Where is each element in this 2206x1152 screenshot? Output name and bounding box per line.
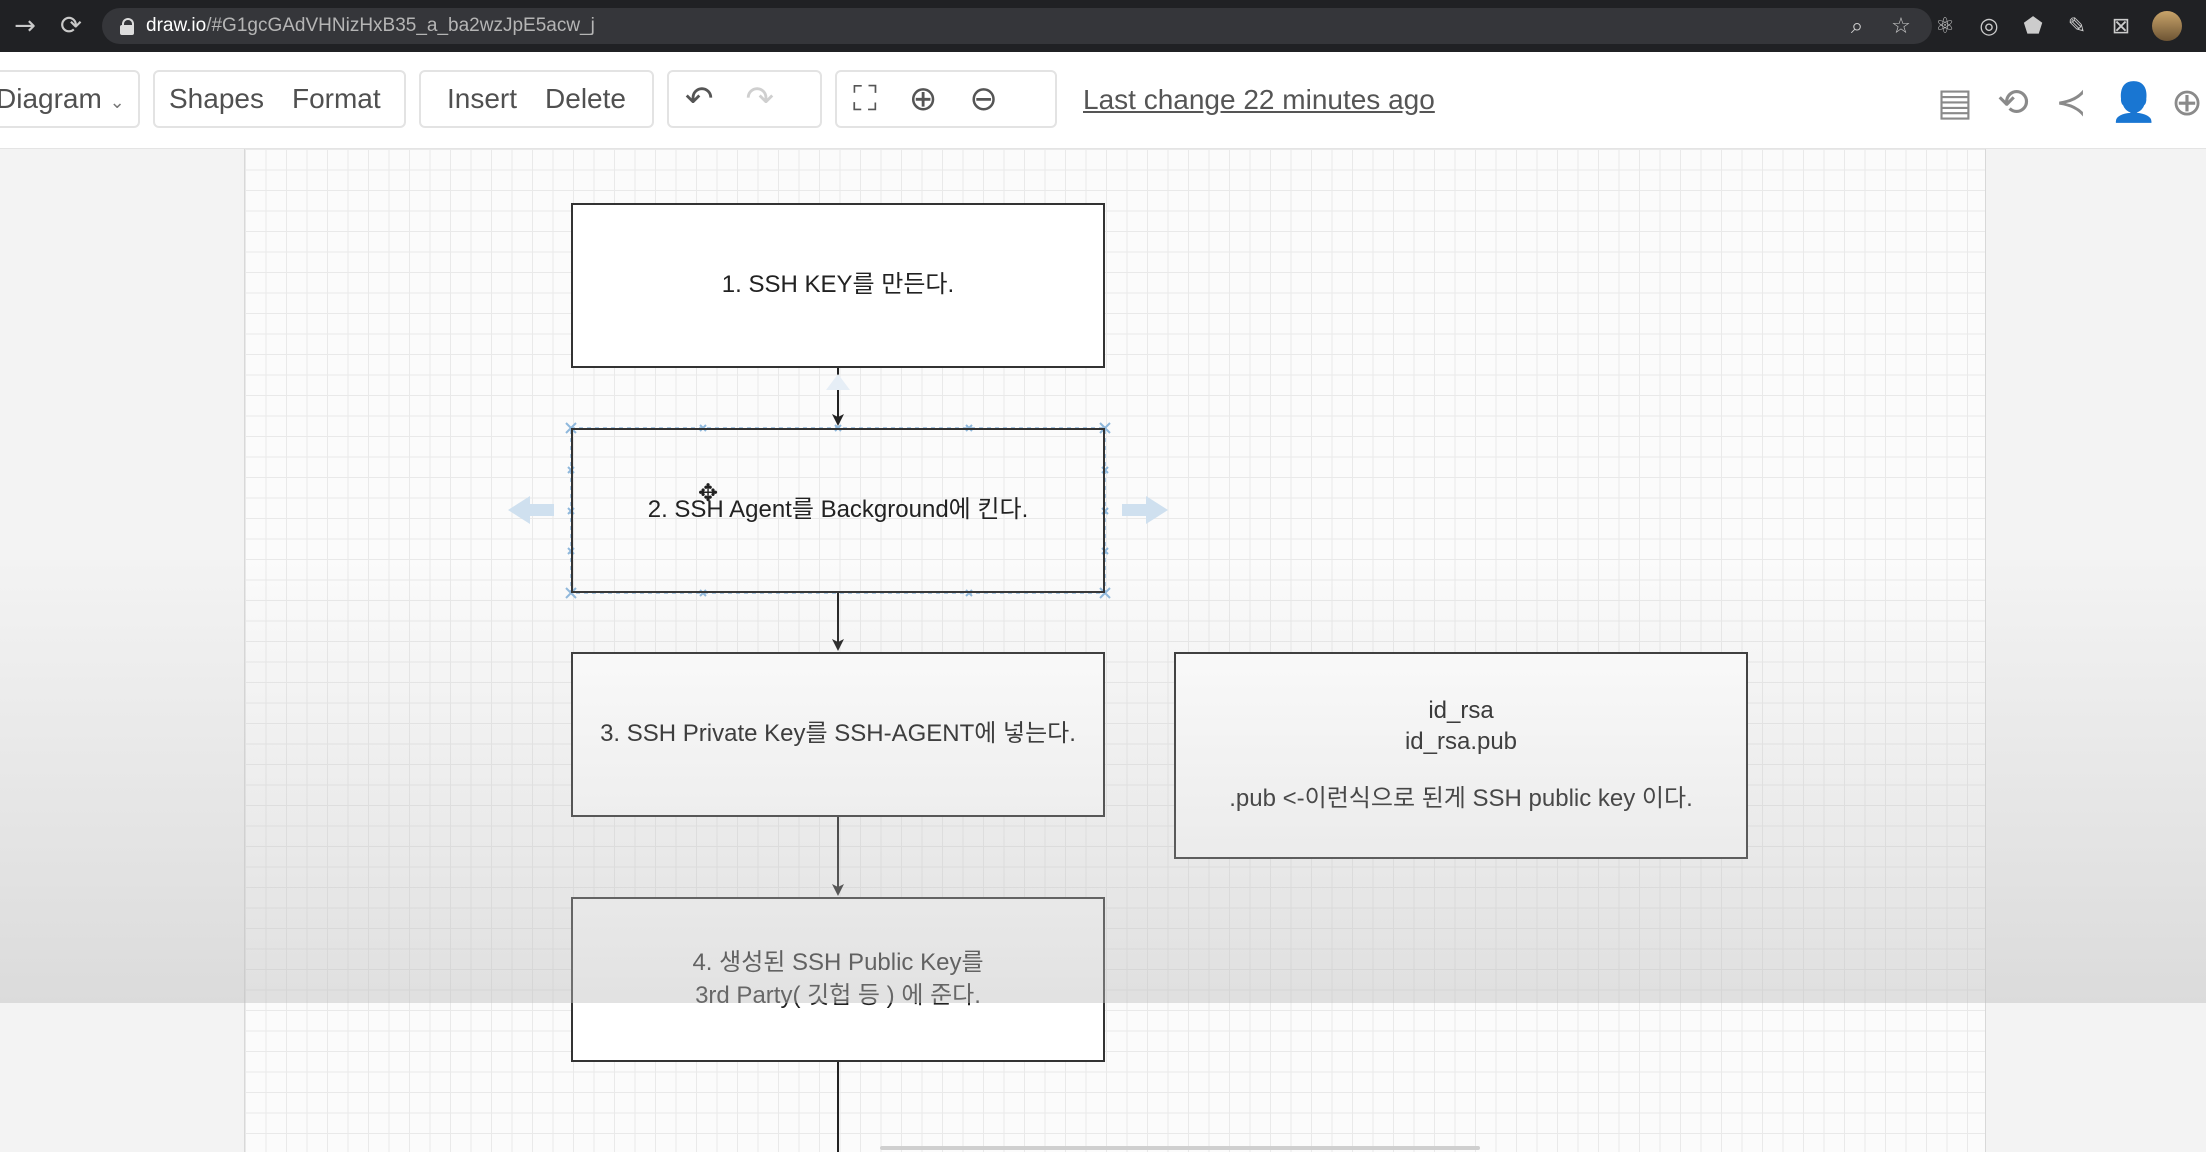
panels-group: Shapes Format <box>153 70 406 128</box>
arrow-forward-icon[interactable]: → <box>14 11 36 41</box>
hover-arrow-right-icon[interactable] <box>1122 496 1168 524</box>
browser-bar: → ⟳ draw.io /#G1gcGAdVHNizHxB35_a_ba2wzJ… <box>0 0 2206 52</box>
flow-box-2-label: 2. SSH Agent를 Background에 킨다. <box>647 496 1029 524</box>
note-line-2: id_rsa.pub <box>1404 728 1518 756</box>
comment-icon[interactable]: ▤ <box>1937 80 1973 124</box>
toolbar-right-icons: ▤ ⟲ ≺ 👤 ⊕ <box>1936 78 2206 126</box>
zoom-in-icon[interactable]: ⊕ <box>908 79 938 119</box>
note-line-3: .pub <-이런식으로 된게 SSH public key 이다. <box>1229 784 1693 812</box>
flow-box-4[interactable]: 4. 생성된 SSH Public Key를 3rd Party( 깃헙 등 )… <box>571 897 1105 1062</box>
url-path: /#G1gcGAdVHNizHxB35_a_ba2wzJpE5acw_j <box>206 15 595 36</box>
diagram-menu-button[interactable]: Diagram ⌄ <box>0 83 139 115</box>
sync-icon[interactable]: ⟲ <box>1997 80 2029 124</box>
horizontal-scrollbar[interactable] <box>880 1146 1480 1150</box>
undo-icon[interactable]: ↶ <box>685 79 714 119</box>
reload-icon[interactable]: ⟳ <box>60 11 82 41</box>
move-cursor-icon: ✥ <box>698 479 719 507</box>
chevron-down-icon: ⌄ <box>109 92 125 113</box>
flow-box-4-line1: 4. 생성된 SSH Public Key를 <box>692 948 984 976</box>
hover-arrow-left-icon[interactable] <box>508 496 554 524</box>
diagram-menu-group: Diagram ⌄ <box>0 70 140 128</box>
note-box[interactable]: id_rsa id_rsa.pub .pub <-이런식으로 된게 SSH pu… <box>1174 652 1748 859</box>
insert-button[interactable]: Insert <box>447 83 518 114</box>
mail-extension-icon[interactable]: ⊠ <box>2111 13 2131 39</box>
lock-icon <box>120 18 134 35</box>
pen-extension-icon[interactable]: ✎ <box>2067 13 2087 39</box>
flow-box-2[interactable]: 2. SSH Agent를 Background에 킨다. <box>571 428 1105 593</box>
profile-avatar[interactable] <box>2152 11 2182 41</box>
edit-group: Insert Delete <box>419 70 654 128</box>
redo-icon[interactable]: ↷ <box>745 79 775 119</box>
flow-box-3[interactable]: 3. SSH Private Key를 SSH-AGENT에 넣는다. <box>571 652 1105 817</box>
diagram-menu-label: Diagram <box>0 83 102 114</box>
pin-extension-icon[interactable]: ⬟ <box>2023 13 2043 39</box>
shapes-button[interactable]: Shapes <box>169 83 264 114</box>
record-extension-icon[interactable]: ◎ <box>1979 13 1999 39</box>
delete-button[interactable]: Delete <box>545 83 626 114</box>
format-button[interactable]: Format <box>291 83 381 114</box>
url-host: draw.io <box>146 15 207 36</box>
zoom-out-icon[interactable]: ⊖ <box>969 79 998 119</box>
note-line-1: id_rsa <box>1428 697 1494 725</box>
diagram-page[interactable] <box>244 149 1986 1152</box>
share-icon[interactable]: ≺ <box>2055 80 2087 124</box>
history-group: ↶ ↷ <box>667 70 822 128</box>
zoom-icon[interactable]: ⌕ <box>1850 13 1864 39</box>
hover-arrow-up-icon[interactable] <box>826 374 850 390</box>
drawio-toolbar: Diagram ⌄ Shapes Format Insert Delete ↶ … <box>0 52 2206 149</box>
bookmark-star-icon[interactable]: ☆ <box>1891 13 1911 39</box>
view-group: ⛶ ⊕ ⊖ <box>835 70 1057 128</box>
globe-icon[interactable]: ⊕ <box>2171 80 2203 124</box>
browser-extension-icons: ⌕ ☆ ⚛ ◎ ⬟ ✎ ⊠ <box>1844 0 2182 52</box>
last-change-link[interactable]: Last change 22 minutes ago <box>1083 84 1435 115</box>
flow-box-1[interactable]: 1. SSH KEY를 만든다. <box>571 203 1105 368</box>
flow-box-1-label: 1. SSH KEY를 만든다. <box>721 271 955 299</box>
react-extension-icon[interactable]: ⚛ <box>1935 13 1955 39</box>
flow-box-3-label: 3. SSH Private Key를 SSH-AGENT에 넣는다. <box>600 720 1076 748</box>
fullscreen-icon[interactable]: ⛶ <box>853 79 877 119</box>
address-bar[interactable]: draw.io /#G1gcGAdVHNizHxB35_a_ba2wzJpE5a… <box>102 8 1932 44</box>
flow-box-4-line2: 3rd Party( 깃헙 등 ) 에 준다. <box>695 981 981 1009</box>
